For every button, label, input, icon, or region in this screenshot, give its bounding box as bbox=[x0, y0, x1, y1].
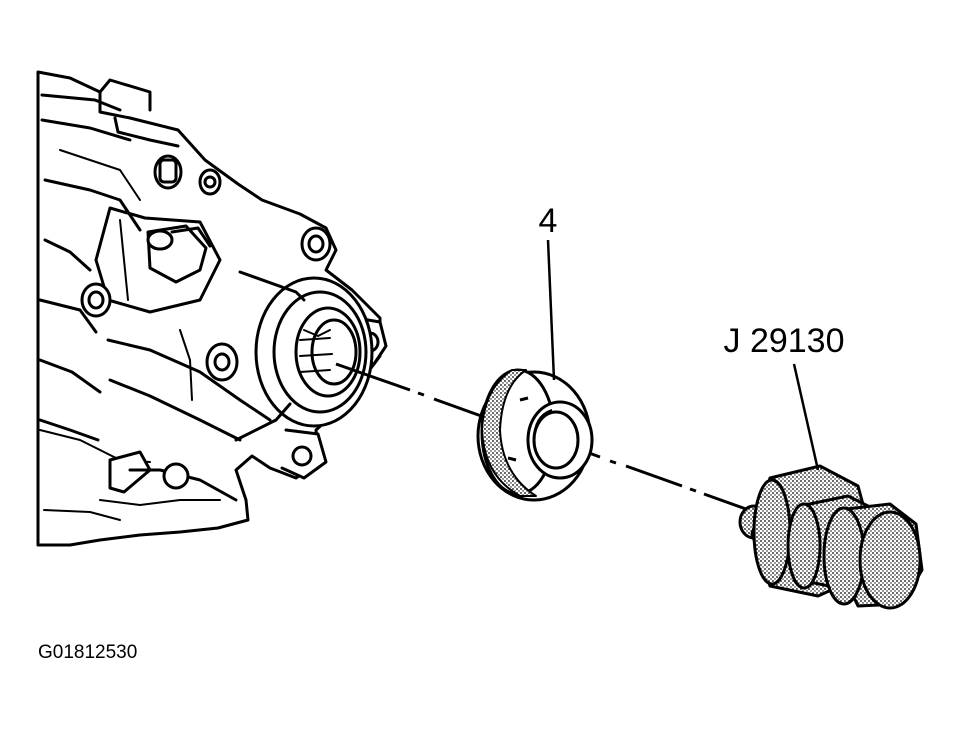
transmission-housing bbox=[36, 70, 388, 547]
seal-callout-label: 4 bbox=[539, 202, 558, 240]
figure-id-label: G01812530 bbox=[38, 642, 137, 663]
tool-leader-line bbox=[792, 363, 820, 471]
seal-installer-tool bbox=[738, 464, 924, 610]
oil-seal bbox=[476, 368, 594, 502]
callout-leaders bbox=[546, 239, 820, 471]
seal-leader-line bbox=[546, 239, 556, 381]
tool-callout-label: J 29130 bbox=[724, 322, 845, 360]
